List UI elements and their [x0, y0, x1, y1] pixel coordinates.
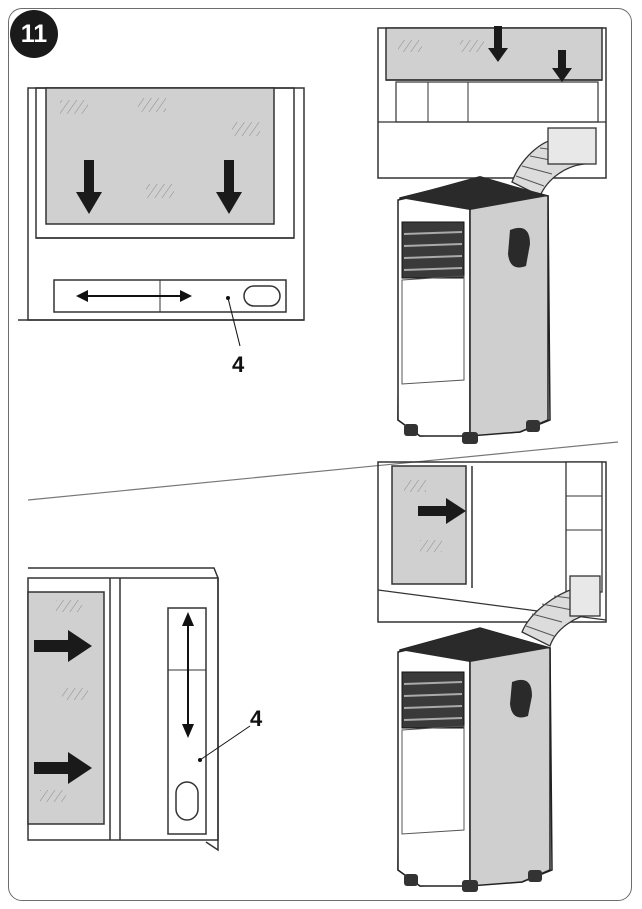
right-arrow-icon	[418, 498, 466, 524]
double-arrow-icon	[182, 612, 194, 738]
top-window-scene	[377, 26, 607, 179]
bottom-window-scene	[377, 461, 607, 623]
right-arrow-icon	[34, 630, 92, 662]
exhaust-hose	[511, 127, 597, 197]
portable-air-conditioner	[397, 176, 551, 444]
down-arrow-icon	[552, 50, 572, 82]
callout-label: 4	[232, 352, 245, 377]
down-arrow-icon	[76, 160, 102, 214]
step-number-badge: 11	[10, 10, 58, 58]
down-arrow-icon	[488, 26, 508, 62]
top-window-detail	[18, 87, 305, 347]
bottom-window-detail	[27, 567, 251, 852]
portable-air-conditioner	[397, 627, 553, 892]
top-panel-oval	[243, 285, 281, 307]
section-divider	[27, 441, 619, 501]
double-arrow-icon	[76, 290, 192, 302]
callout-label: 4	[250, 706, 263, 731]
exhaust-hose	[521, 575, 601, 647]
right-arrow-icon	[34, 752, 92, 784]
bottom-window-glass	[27, 591, 105, 825]
down-arrow-icon	[216, 160, 242, 214]
bottom-panel-oval	[175, 781, 199, 821]
